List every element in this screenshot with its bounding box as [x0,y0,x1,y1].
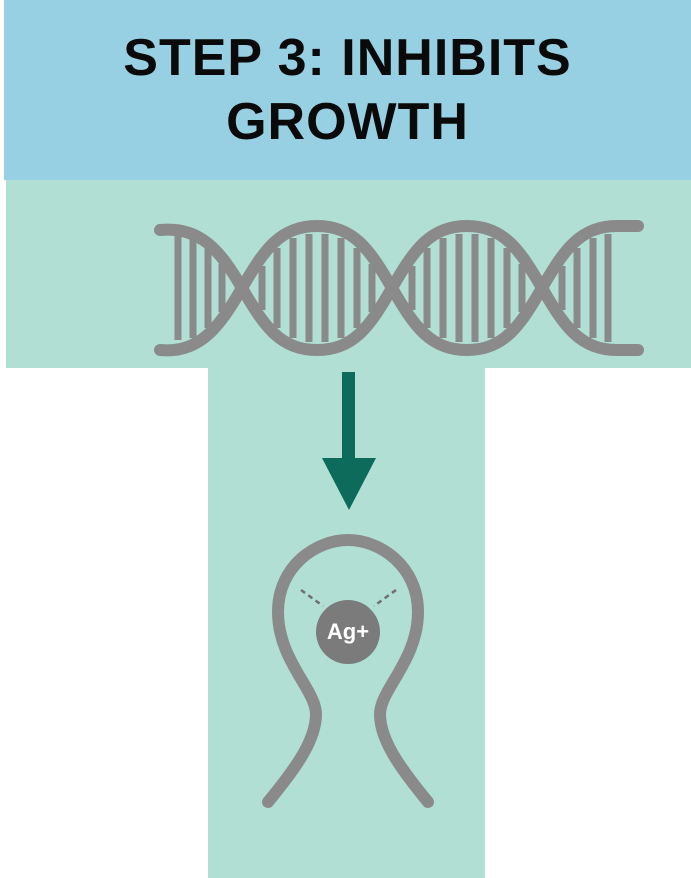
down-arrow-icon [322,372,376,510]
looped-strand-icon [268,540,428,802]
dna-helix-icon [160,226,638,350]
silver-ion-label: Ag+ [308,612,388,652]
